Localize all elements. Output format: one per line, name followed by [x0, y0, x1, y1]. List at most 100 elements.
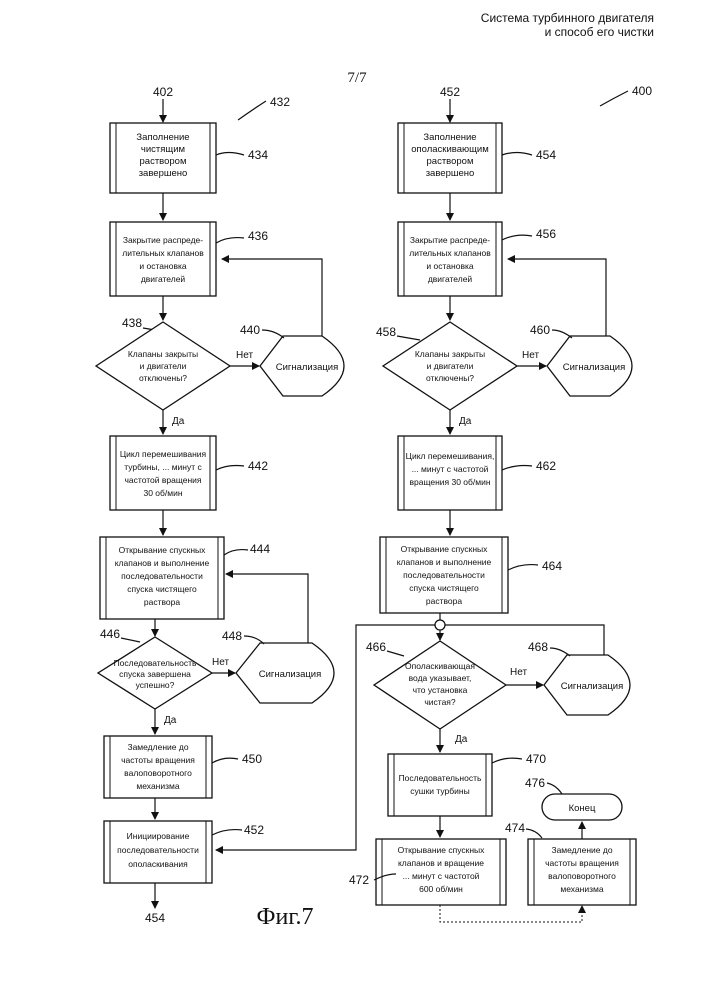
leader-470 [492, 758, 522, 763]
ref-448: 448 [222, 629, 242, 643]
ref-450: 450 [242, 752, 262, 766]
right-474-line: механизма [560, 884, 603, 894]
left-446-line: Последовательность [114, 658, 197, 668]
process-fill-done-left: Заполнение чистящим раствором завершено [110, 123, 216, 193]
end-label: Конец [569, 803, 596, 814]
alarm-448-label: Сигнализация [259, 669, 322, 680]
right-458-line: отключены? [426, 373, 474, 383]
leader-456 [502, 235, 532, 240]
right-470-line: сушки турбины [410, 786, 469, 796]
right-464-line: Открывание спускных [401, 544, 489, 554]
label-yes-446: Да [164, 715, 177, 726]
ref-452-in: 452 [440, 85, 460, 99]
ref-434: 434 [248, 148, 268, 162]
ref-458: 458 [376, 325, 396, 339]
right-456-line: и остановка [426, 261, 473, 271]
leader-458 [397, 336, 420, 340]
right-470-line: Последовательность [399, 773, 482, 783]
right-466-line: чистая? [424, 697, 456, 707]
leader-476 [547, 783, 562, 794]
process-drain-right: Открывание спускных клапанов и выполнени… [380, 537, 508, 613]
left-444-line: спуска чистящего [127, 584, 197, 594]
ref-470: 470 [526, 752, 546, 766]
ref-466: 466 [366, 640, 386, 654]
right-454-line: завершено [426, 168, 475, 179]
leader-462 [502, 466, 532, 471]
right-474-line: частоты вращения [545, 858, 619, 868]
right-472-line: Открывание спускных [398, 845, 486, 855]
right-474-line: валоповоротного [548, 871, 616, 881]
process-rinse-init: Инициирование последовательности ополаск… [104, 821, 212, 883]
process-close-valves-left: Закрытие распреде- лительных клапанов и … [110, 222, 216, 296]
leader-434 [216, 153, 244, 156]
ref-468: 468 [528, 640, 548, 654]
process-dry: Последовательность сушки турбины [388, 754, 492, 816]
leader-446 [121, 638, 140, 642]
right-454-line: Заполнение [423, 132, 476, 143]
ref-432: 432 [270, 95, 290, 109]
process-fill-done-right: Заполнение ополаскивающим раствором заве… [398, 123, 502, 193]
leader-440 [262, 330, 284, 338]
ref-462: 462 [536, 459, 556, 473]
ref-454-out: 454 [145, 911, 165, 925]
leader-432 [238, 101, 266, 120]
label-no-458: Нет [522, 350, 539, 361]
left-436-line: двигателей [141, 274, 186, 284]
left-452-line: ополаскивания [128, 859, 188, 869]
left-442-line: частотой вращения [124, 475, 201, 485]
left-446-line: спуска завершена [119, 669, 191, 679]
left-450-line: механизма [136, 781, 179, 791]
leader-464 [508, 565, 538, 570]
right-466-line: Ополаскивающая [405, 661, 475, 671]
dashed-472-474 [440, 905, 582, 922]
left-436-line: Закрытие распреде- [123, 235, 203, 245]
alarm-display-440: Сигнализация [260, 336, 344, 396]
leader-400 [600, 91, 628, 106]
process-close-valves-right: Закрытие распреде- лительных клапанов и … [398, 222, 502, 296]
figure-caption: Фиг.7 [257, 904, 314, 930]
leader-444 [224, 550, 248, 555]
alarm-460-label: Сигнализация [563, 362, 626, 373]
ref-476: 476 [525, 776, 545, 790]
right-472-line: клапанов и вращение [398, 858, 484, 868]
right-454-line: раствором [427, 156, 474, 167]
label-no-438: Нет [236, 350, 253, 361]
terminator-end: Конец [542, 794, 622, 820]
leader-466 [387, 651, 404, 656]
ref-464: 464 [542, 559, 562, 573]
process-slow-down-right: Замедление до частоты вращения валоповор… [528, 839, 636, 905]
ref-452: 452 [244, 823, 264, 837]
page-number: 7/7 [347, 70, 367, 86]
label-yes-466: Да [455, 734, 468, 745]
leader-474 [526, 829, 542, 838]
left-444-line: последовательности [121, 571, 203, 581]
ref-460: 460 [530, 323, 550, 337]
left-444-line: Открывание спускных [119, 545, 207, 555]
left-452-line: Инициирование [127, 831, 190, 841]
right-466-line: что установка [413, 685, 468, 695]
ref-440: 440 [240, 323, 260, 337]
left-436-line: и остановка [139, 261, 186, 271]
alarm-display-448: Сигнализация [236, 643, 334, 703]
decision-valves-closed-left: Клапаны закрыты и двигатели отключены? [96, 322, 230, 410]
process-drain-left: Открывание спускных клапанов и выполнени… [100, 537, 224, 619]
label-no-446: Нет [212, 657, 229, 668]
ref-446: 446 [100, 627, 120, 641]
leader-454 [502, 153, 532, 156]
right-466-line: вода указывает, [409, 673, 472, 683]
right-458-line: и двигатели [427, 361, 474, 371]
left-434-line: Заполнение [136, 132, 189, 143]
right-456-line: Закрытие распреде- [410, 235, 490, 245]
left-438-line: и двигатели [140, 361, 187, 371]
left-434-line: раствором [140, 156, 187, 167]
header-title-line-2: и способ его чистки [545, 25, 654, 39]
ref-454: 454 [536, 148, 556, 162]
ref-456: 456 [536, 227, 556, 241]
dashed-arrowhead [578, 905, 586, 913]
right-458-line: Клапаны закрыты [415, 349, 485, 359]
decision-rinse-clean: Ополаскивающая вода указывает, что устан… [374, 641, 506, 729]
ref-438: 438 [122, 316, 142, 330]
alarm-468-label: Сигнализация [561, 681, 624, 692]
left-446-line: успешно? [136, 680, 175, 690]
right-464-line: раствора [426, 596, 462, 606]
